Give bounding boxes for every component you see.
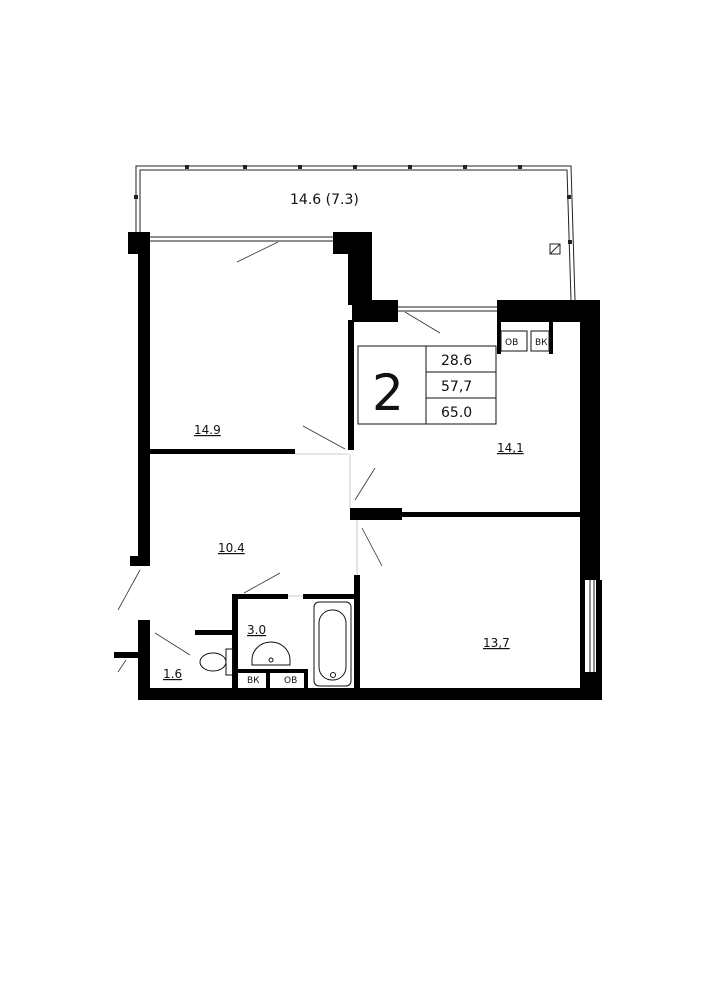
room-area-bathroom: 3.0 (247, 623, 266, 637)
ov-box-label-bottom: ОВ (284, 676, 297, 686)
drain-icon (549, 243, 561, 255)
service-boxes (500, 330, 550, 352)
summary-table (357, 345, 497, 425)
total-with-balcony-value: 65.0 (441, 405, 472, 421)
railing-posts (134, 165, 572, 244)
toilet-icon (199, 648, 234, 676)
total-area-value: 57,7 (441, 379, 472, 395)
room-area-kitchen: 14,1 (497, 441, 524, 455)
rooms-count: 2 (372, 364, 404, 422)
room-area-hall: 10.4 (218, 541, 245, 555)
bathtub-icon (313, 601, 352, 687)
living-area-value: 28.6 (441, 353, 472, 369)
vk-box-label-top: ВК (535, 338, 548, 348)
ov-box-label-top: ОВ (505, 338, 518, 348)
vk-box-label-bottom: ВК (247, 676, 260, 686)
balcony-area-label: 14.6 (7.3) (290, 192, 359, 208)
room-area-toilet: 1.6 (163, 667, 182, 681)
sink-icon (251, 641, 291, 666)
windows (150, 236, 595, 672)
room-area-bedroom-top: 14.9 (194, 423, 221, 437)
walls (114, 232, 602, 700)
door-swings (117, 241, 441, 673)
room-area-bedroom-bottom: 13,7 (483, 636, 510, 650)
